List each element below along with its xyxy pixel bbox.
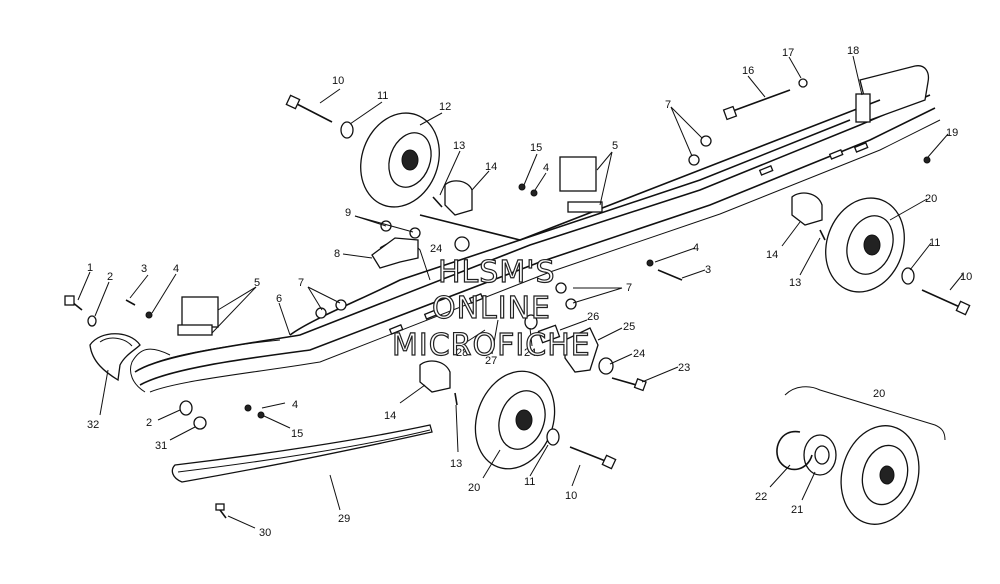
callout-9: 9 — [345, 207, 351, 219]
callout-25: 25 — [623, 321, 635, 333]
callout-14: 14 — [485, 161, 497, 173]
callout-22: 22 — [755, 491, 767, 503]
watermark-line-3: MICROFICHE — [392, 328, 591, 363]
callout-20: 20 — [925, 193, 937, 205]
watermark-line-2: ONLINE — [432, 291, 551, 326]
callout-5: 5 — [612, 140, 618, 152]
callout-15: 15 — [530, 142, 542, 154]
callout-4: 4 — [292, 399, 298, 411]
nuts — [145, 78, 931, 430]
callout-28: 28 — [456, 347, 468, 359]
callout-14: 14 — [384, 410, 396, 422]
callout-21: 21 — [791, 504, 803, 516]
callout-10: 10 — [332, 75, 344, 87]
callout-11: 11 — [929, 237, 940, 249]
callout-2: 2 — [146, 417, 152, 429]
watermark: HLSM'S ONLINE MICROFICHE — [391, 254, 591, 363]
callout-20: 20 — [873, 388, 885, 400]
callout-8: 8 — [334, 248, 340, 260]
wheel-20-lower — [474, 370, 556, 470]
brackets — [177, 93, 871, 393]
callout-3: 3 — [705, 264, 711, 276]
callout-4: 4 — [693, 242, 699, 254]
callout-24: 24 — [633, 348, 645, 360]
callout-labels: 1 2 3 4 5 6 7 8 9 10 11 12 13 14 15 4 5 … — [87, 45, 972, 539]
callout-30: 30 — [259, 527, 271, 539]
wheel-12 — [360, 112, 440, 208]
callout-13: 13 — [789, 277, 801, 289]
bearing-21 — [803, 434, 837, 476]
callout-12: 12 — [439, 101, 451, 113]
callout-7: 7 — [665, 99, 671, 111]
callout-13: 13 — [453, 140, 465, 152]
tip-guard-32 — [89, 333, 141, 382]
callout-13: 13 — [450, 458, 462, 470]
callout-11: 11 — [524, 476, 535, 488]
bolts — [64, 89, 971, 470]
wheel-20-exploded — [840, 425, 920, 525]
callout-19: 19 — [946, 127, 958, 139]
callout-4: 4 — [543, 162, 549, 174]
callout-2: 2 — [107, 271, 113, 283]
small-bolts — [125, 196, 826, 519]
callout-24: 24 — [524, 347, 536, 359]
callout-3: 3 — [141, 263, 147, 275]
left-rail — [130, 65, 941, 393]
callout-5: 5 — [254, 277, 260, 289]
callout-23: 23 — [678, 362, 690, 374]
callout-7: 7 — [298, 277, 304, 289]
callout-29: 29 — [338, 513, 350, 525]
callout-10: 10 — [960, 271, 972, 283]
callout-24: 24 — [430, 243, 442, 255]
callout-6: 6 — [276, 293, 282, 305]
callout-17: 17 — [782, 47, 794, 59]
callout-10: 10 — [565, 490, 577, 502]
slide-29 — [171, 424, 433, 483]
wheel-20-right — [825, 197, 905, 293]
watermark-line-1: HLSM'S — [438, 255, 556, 290]
callout-11: 11 — [377, 90, 388, 102]
leader-lines — [77, 55, 964, 529]
callout-15: 15 — [291, 428, 303, 440]
callout-31: 31 — [155, 440, 167, 452]
snap-ring-22 — [776, 430, 813, 471]
group-brace-20 — [784, 386, 946, 441]
callout-16: 16 — [742, 65, 754, 77]
callout-20: 20 — [468, 482, 480, 494]
rail-slots — [388, 142, 869, 335]
callout-26: 26 — [587, 311, 599, 323]
callout-18: 18 — [847, 45, 859, 57]
callout-32: 32 — [87, 419, 99, 431]
callout-14: 14 — [766, 249, 778, 261]
callout-27: 27 — [485, 355, 497, 367]
washers — [87, 121, 915, 446]
callout-4: 4 — [173, 263, 179, 275]
callout-1: 1 — [87, 262, 93, 274]
callout-7: 7 — [626, 282, 632, 294]
